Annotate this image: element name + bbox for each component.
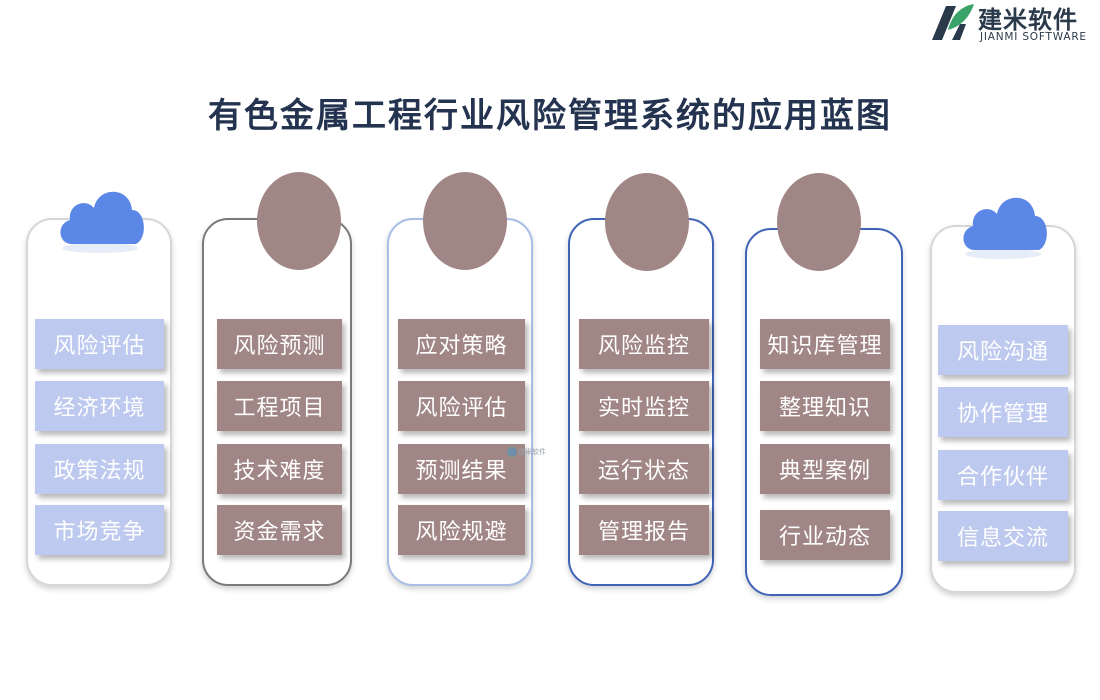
item-box: 风险预测 [217, 319, 342, 369]
item-label: 风险评估 [415, 396, 508, 421]
jianmi-logo-icon [932, 4, 974, 40]
item-box: 运行状态 [579, 444, 709, 494]
item-box: 风险评估 [35, 319, 164, 369]
cloud-icon [963, 197, 1047, 259]
item-box: 风险沟通 [938, 325, 1068, 375]
watermark: 建米软件 [507, 447, 546, 457]
item-box: 典型案例 [760, 444, 890, 494]
item-box: 预测结果 [398, 444, 525, 494]
item-box: 信息交流 [938, 511, 1068, 561]
logo-text-en: JIANMI SOFTWARE [980, 31, 1087, 43]
circle-marker [423, 172, 507, 270]
item-box: 工程项目 [217, 381, 342, 431]
watermark-logo-icon [507, 447, 517, 457]
item-box: 风险规避 [398, 505, 525, 555]
item-label: 市场竞争 [53, 520, 146, 545]
item-label: 风险评估 [53, 334, 146, 359]
circle-marker [777, 173, 861, 271]
item-box: 资金需求 [217, 505, 342, 555]
item-box: 整理知识 [760, 381, 890, 431]
item-label: 风险沟通 [956, 340, 1049, 365]
item-label: 应对策略 [415, 334, 508, 359]
item-box: 实时监控 [579, 381, 709, 431]
item-label: 工程项目 [233, 396, 326, 421]
item-box: 合作伙伴 [938, 450, 1068, 500]
item-label: 知识库管理 [767, 334, 883, 359]
circle-marker [257, 172, 341, 270]
item-box: 协作管理 [938, 387, 1068, 437]
item-label: 风险规避 [415, 520, 508, 545]
item-label: 合作伙伴 [956, 465, 1049, 490]
item-label: 行业动态 [778, 525, 871, 550]
logo-text-cn: 建米软件 [978, 6, 1078, 34]
item-label: 信息交流 [956, 526, 1049, 551]
item-label: 管理报告 [597, 520, 690, 545]
item-box: 应对策略 [398, 319, 525, 369]
item-label: 整理知识 [778, 396, 871, 421]
item-label: 运行状态 [597, 459, 690, 484]
circle-marker [605, 173, 689, 271]
item-label: 资金需求 [233, 520, 326, 545]
item-label: 实时监控 [597, 396, 690, 421]
item-box: 管理报告 [579, 505, 709, 555]
item-label: 风险监控 [597, 334, 690, 359]
watermark-text: 建米软件 [518, 448, 546, 456]
item-box: 市场竞争 [35, 505, 164, 555]
item-box: 经济环境 [35, 381, 164, 431]
item-box: 政策法规 [35, 444, 164, 494]
item-box: 风险监控 [579, 319, 709, 369]
item-box: 技术难度 [217, 444, 342, 494]
cloud-icon [60, 191, 144, 253]
page-title: 有色金属工程行业风险管理系统的应用蓝图 [208, 96, 892, 136]
item-label: 典型案例 [778, 459, 871, 484]
item-label: 预测结果 [415, 459, 508, 484]
item-label: 政策法规 [53, 459, 146, 484]
jianmi-logo: 建米软件 JIANMI SOFTWARE [926, 0, 1100, 48]
item-box: 风险评估 [398, 381, 525, 431]
item-box: 知识库管理 [760, 319, 890, 369]
item-label: 协作管理 [956, 402, 1049, 427]
item-label: 经济环境 [53, 396, 146, 421]
item-box: 行业动态 [760, 510, 890, 560]
item-label: 技术难度 [233, 459, 326, 484]
item-label: 风险预测 [233, 334, 326, 359]
